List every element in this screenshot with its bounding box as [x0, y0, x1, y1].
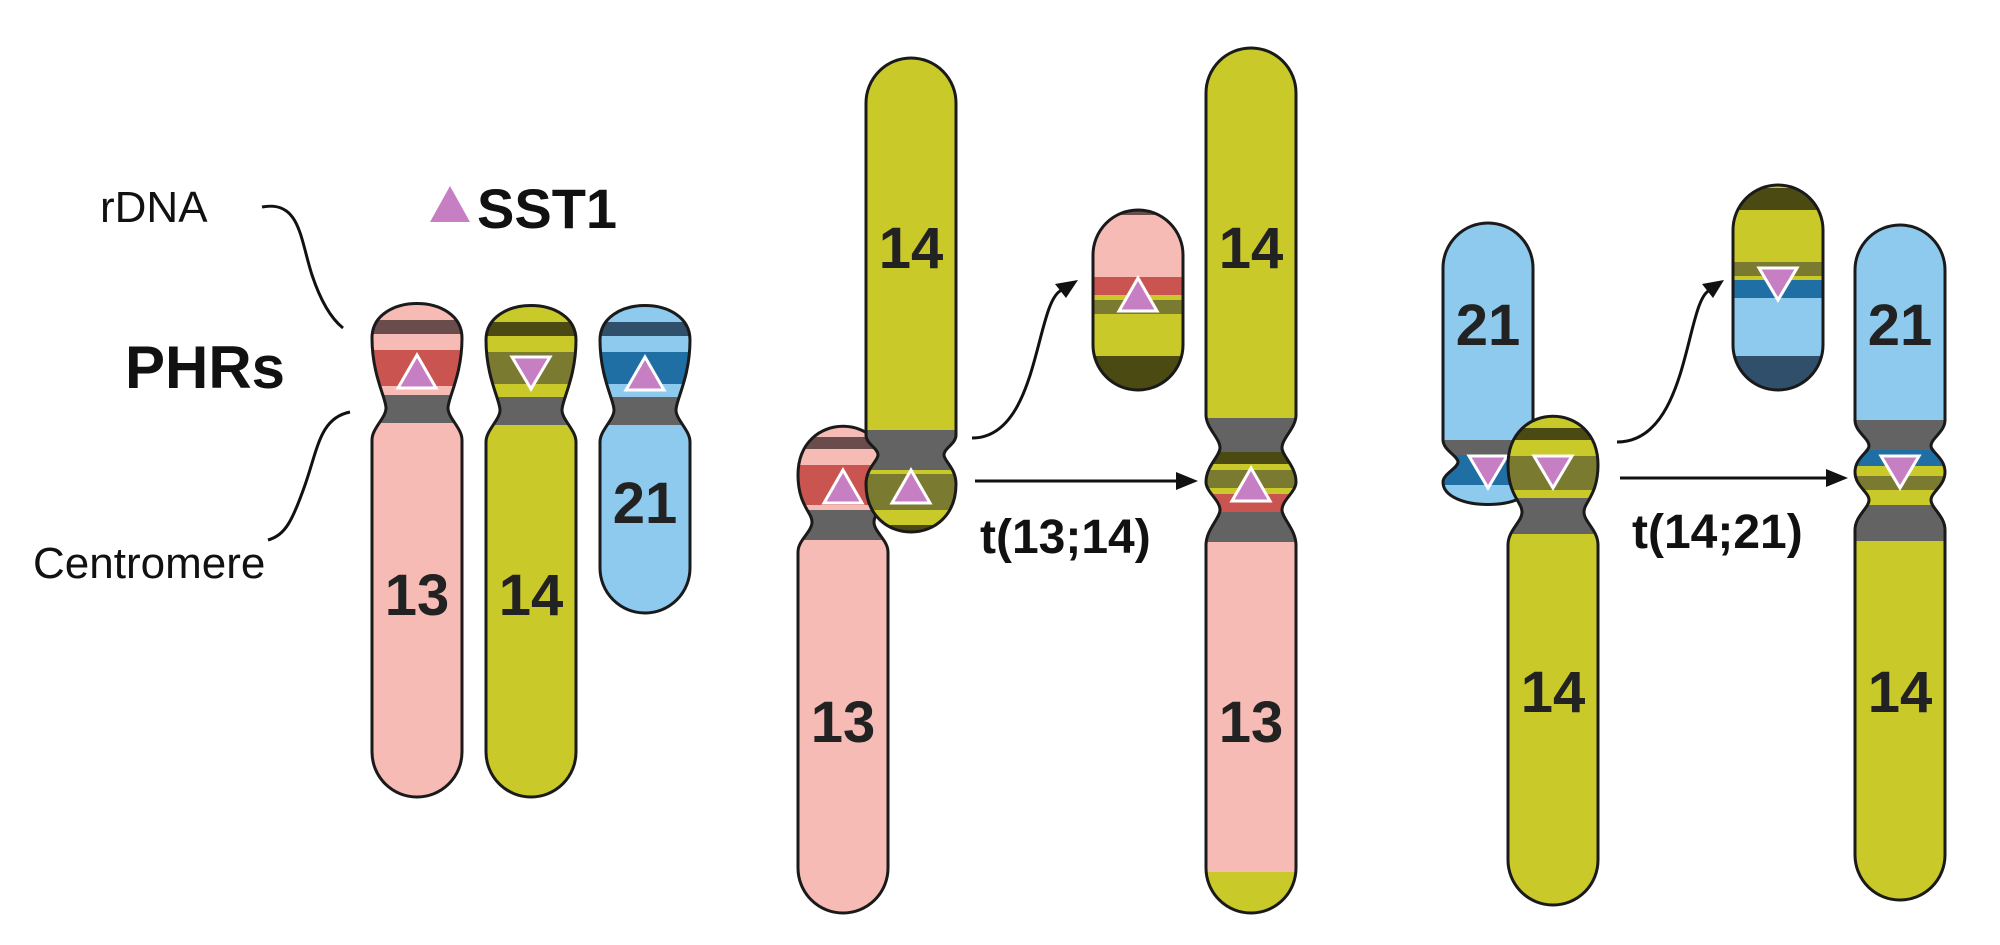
small-reciprocal-product — [1091, 208, 1185, 392]
chromosome-14-label: 14 — [879, 216, 944, 281]
chromosome-21-label: 21 — [1868, 293, 1933, 358]
rdna-pointer-line — [261, 204, 344, 330]
chromosome-13 — [370, 302, 464, 799]
translocation-source-chromosome-14 — [1506, 414, 1600, 907]
chromosome-13-label: 13 — [385, 563, 450, 628]
chromosome-14-label: 14 — [1219, 216, 1284, 281]
centromere-label: Centromere — [33, 539, 265, 588]
chromosome-14-label: 14 — [1868, 660, 1933, 725]
sst1-marker — [821, 466, 865, 505]
translocation-label-14-21: t(14;21) — [1632, 506, 1803, 559]
centromere-pointer-line — [267, 410, 351, 542]
chromosome-13-label: 13 — [1219, 690, 1284, 755]
phrs-label: PHRs — [125, 334, 285, 401]
sst1-legend-label: SST1 — [477, 177, 617, 240]
robertsonian-chromosome-13-14 — [1204, 46, 1298, 915]
sst1-marker-inverted — [1531, 454, 1575, 491]
chromosome-14-label: 14 — [499, 563, 564, 628]
curved-arrow — [971, 288, 1063, 440]
rdna-label: rDNA — [100, 183, 208, 232]
chromosome-13-label: 13 — [811, 690, 876, 755]
sst1-marker-inverted — [1756, 266, 1800, 303]
robertsonian-chromosome-14-21 — [1853, 223, 1947, 902]
curved-arrow-head — [1702, 280, 1724, 298]
chromosome-14-label: 14 — [1521, 660, 1586, 725]
sst1-legend-icon — [430, 186, 470, 222]
translocation-source-chromosome-14 — [864, 56, 958, 534]
curved-arrow-head — [1055, 280, 1078, 298]
curved-arrow — [1616, 288, 1711, 444]
translocation-label-13-14: t(13;14) — [980, 511, 1151, 564]
sst1-marker — [395, 351, 439, 390]
sst1-marker — [1229, 464, 1273, 503]
sst1-marker — [1116, 274, 1160, 313]
sst1-marker — [623, 353, 667, 392]
sst1-marker-inverted — [1878, 454, 1922, 491]
translocation-arrow-head — [1826, 469, 1848, 487]
sst1-marker-inverted — [1466, 454, 1510, 491]
translocation-arrow-head — [1176, 472, 1198, 490]
sst1-marker — [889, 466, 933, 505]
sst1-marker-inverted — [509, 355, 553, 392]
chromosome-21-label: 21 — [1456, 293, 1521, 358]
chromosome-14 — [484, 304, 578, 799]
small-reciprocal-product — [1731, 183, 1825, 392]
chromosome-21-label: 21 — [613, 471, 678, 536]
chromosome-21 — [598, 304, 692, 615]
